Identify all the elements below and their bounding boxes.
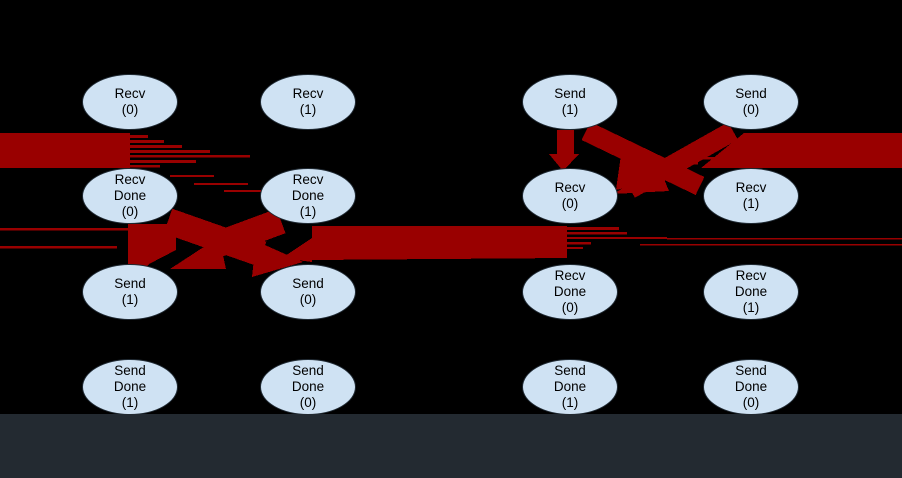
node-recv-0-r2c3: Recv (0) — [522, 168, 618, 224]
node-send-0-r1c4: Send (0) — [703, 74, 799, 130]
node-send-done-1-r4c3: Send Done (1) — [522, 359, 618, 415]
node-send-1-r1c3: Send (1) — [522, 74, 618, 130]
node-recv-0-r1c1: Recv (0) — [82, 74, 178, 130]
node-send-done-0-r4c4: Send Done (0) — [703, 359, 799, 415]
node-send-0-r3c2: Send (0) — [260, 264, 356, 320]
node-recv-1-r1c2: Recv (1) — [260, 74, 356, 130]
node-recv-done-1-r3c4: Recv Done (1) — [703, 264, 799, 320]
node-recv-1-r2c4: Recv (1) — [703, 168, 799, 224]
node-recv-done-0-r3c3: Recv Done (0) — [522, 264, 618, 320]
footer-bar — [0, 414, 902, 478]
node-send-1-r3c1: Send (1) — [82, 264, 178, 320]
edge-band-offscreen-left — [0, 133, 266, 249]
node-recv-done-1-r2c2: Recv Done (1) — [260, 168, 356, 224]
node-send-done-0-r4c2: Send Done (0) — [260, 359, 356, 415]
edge-cross-right — [549, 121, 738, 198]
node-send-done-1-r4c1: Send Done (1) — [82, 359, 178, 415]
edge-cross-left — [128, 208, 303, 277]
edge-band-center — [282, 226, 902, 262]
node-recv-done-0-r2c1: Recv Done (0) — [82, 168, 178, 224]
edge-band-offscreen-right — [668, 133, 902, 168]
